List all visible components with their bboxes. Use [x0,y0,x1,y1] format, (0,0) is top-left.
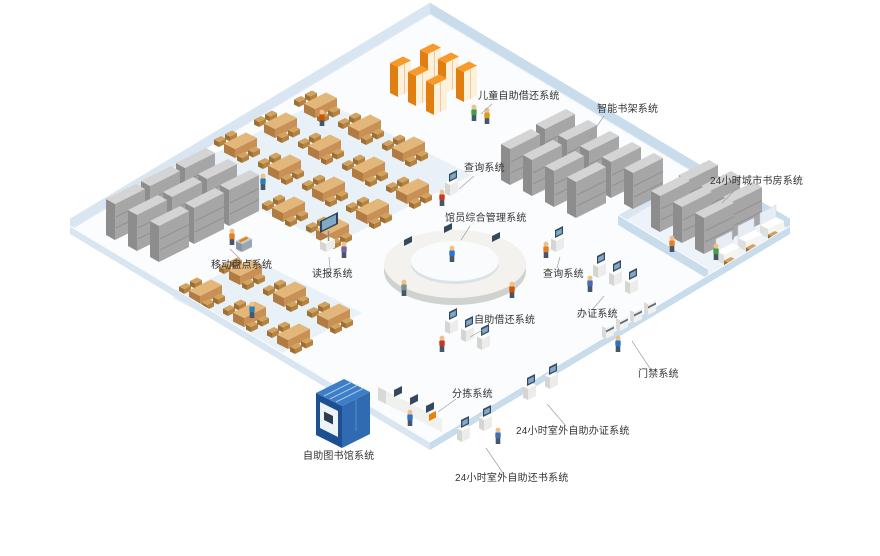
mobile-inventory-shelves [105,147,260,263]
person [439,335,445,352]
book-cart [236,236,252,252]
reading-rug-lower [172,258,362,353]
label-children-self-checkout: 儿童自助借还系统 [478,91,560,102]
person [260,173,266,190]
person [401,279,407,296]
person [713,243,719,260]
desk-monitor [492,232,500,242]
self-service-library-machine [316,379,370,448]
person [669,235,675,252]
label-query-system-top: 查询系统 [464,163,505,174]
label-smart-bookshelf: 智能书架系统 [597,104,659,115]
machine-screen [324,411,333,425]
person [341,241,347,258]
central-service-desk [384,223,526,305]
person [319,109,325,126]
person [439,189,445,206]
person [471,104,477,121]
desk-monitor [404,236,412,246]
label-self-service-library: 自助图书馆系统 [303,451,375,462]
label-outdoor-return-24h: 24小时室外自助还书系统 [455,473,569,484]
desk-monitor [444,223,452,233]
book-bin [429,411,436,421]
person [543,241,549,258]
label-outdoor-card-24h: 24小时室外自助办证系统 [516,426,630,437]
label-card-registration: 办证系统 [577,309,618,320]
person [509,281,515,298]
sorting-station [378,386,442,432]
newspaper-kiosk [320,212,347,258]
label-city-study-room-24h: 24小时城市书房系统 [710,176,804,187]
sorting-screen [394,386,402,397]
label-librarian-management: 馆员综合管理系统 [445,213,527,224]
person [615,335,621,352]
reading-rug-upper [182,100,472,245]
person [449,245,455,262]
label-sorting-system: 分拣系统 [452,389,493,400]
label-mobile-inventory: 移动盘点系统 [211,260,273,271]
person [229,228,235,245]
sorting-screen [426,402,434,413]
label-query-system-right: 查询系统 [543,269,584,280]
person [587,275,593,292]
person [495,427,501,444]
leader-lines [229,103,738,474]
person [249,301,255,318]
label-self-checkout: 自助借还系统 [474,315,536,326]
label-entrance-gate: 门禁系统 [638,369,679,380]
sorting-screen [410,394,418,405]
label-newspaper-reading: 读报系统 [312,269,353,280]
person [407,409,413,426]
